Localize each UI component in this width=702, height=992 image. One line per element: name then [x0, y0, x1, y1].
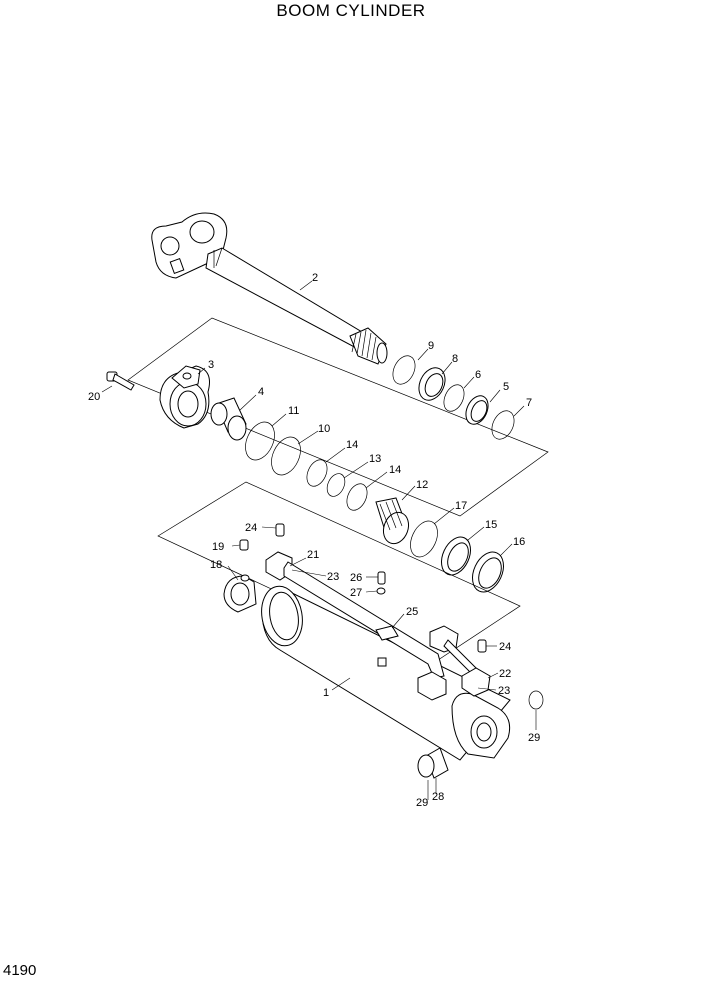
bolt-26	[377, 571, 386, 585]
callout-label: 24	[245, 522, 257, 534]
o-ring-7	[491, 410, 515, 440]
ring-10	[271, 436, 301, 476]
wear-ring-15	[440, 536, 472, 576]
callout-label: 21	[307, 549, 319, 561]
seal-kit-boundary-upper	[127, 317, 549, 517]
callout-label: 3	[208, 359, 214, 371]
port-block-18	[223, 574, 257, 613]
o-ring-9	[392, 355, 416, 385]
seal-8	[418, 367, 446, 401]
callout-label: 22	[499, 668, 511, 680]
backup-ring-14b	[346, 483, 368, 511]
bolt-20	[106, 371, 135, 391]
callout-label: 23	[327, 571, 339, 583]
piston-rod	[151, 212, 388, 365]
callout-label: 14	[346, 439, 358, 451]
callout-label: 4	[258, 386, 264, 398]
page-number: 4190	[3, 962, 37, 979]
bolt-24a	[275, 523, 285, 537]
bolt-24b	[477, 639, 487, 653]
callout-label: 24	[499, 641, 511, 653]
o-ring-11	[245, 421, 275, 461]
o-ring-13	[326, 473, 346, 497]
callout-label: 1	[323, 687, 329, 699]
callout-label: 29	[528, 732, 540, 744]
callout-label: 8	[452, 353, 458, 365]
callout-label: 23	[498, 685, 510, 697]
seal-5	[465, 395, 489, 425]
cylinder-tube	[261, 585, 511, 761]
callout-label: 12	[416, 479, 428, 491]
backup-ring-14a	[306, 459, 328, 487]
callout-label: 16	[513, 536, 525, 548]
clamp-25	[375, 625, 399, 667]
washer-27	[376, 587, 386, 595]
callout-label: 18	[210, 559, 222, 571]
callout-label: 28	[432, 791, 444, 803]
seal-16	[472, 551, 504, 593]
o-ring-6	[443, 384, 465, 412]
callout-label: 13	[369, 453, 381, 465]
callout-label: 17	[455, 500, 467, 512]
callout-label: 14	[389, 464, 401, 476]
callout-label: 5	[503, 381, 509, 393]
callout-label: 29	[416, 797, 428, 809]
rod-cover	[159, 365, 210, 429]
bushing-28	[417, 747, 449, 779]
callout-label: 7	[526, 397, 532, 409]
snap-ring-29	[528, 690, 544, 710]
pipe-assembly	[265, 551, 481, 701]
callout-label: 10	[318, 423, 330, 435]
callout-label: 27	[350, 587, 362, 599]
o-ring-17	[410, 520, 438, 558]
bushing	[210, 397, 247, 441]
callout-label: 20	[88, 391, 100, 403]
callout-label: 15	[485, 519, 497, 531]
callout-label: 19	[212, 541, 224, 553]
callout-label: 6	[475, 369, 481, 381]
callout-label: 11	[288, 405, 299, 417]
callout-label: 9	[428, 340, 434, 352]
piston	[375, 497, 410, 545]
callout-label: 26	[350, 572, 362, 584]
bolt-19	[239, 539, 249, 551]
flange-22	[461, 667, 491, 697]
callout-label: 25	[406, 606, 418, 618]
callout-label: 2	[312, 272, 318, 284]
page-title: BOOM CYLINDER	[276, 1, 426, 20]
